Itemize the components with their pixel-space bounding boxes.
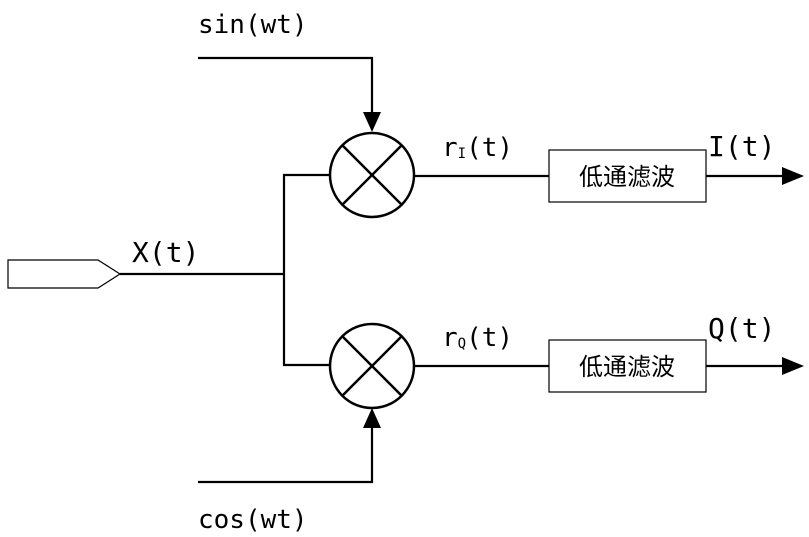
ri-suffix: (t): [466, 133, 513, 163]
sin-carrier-wire: [198, 56, 374, 120]
rq-suffix: (t): [466, 323, 513, 353]
ri-label: rI(t): [442, 133, 513, 163]
input-label: X(t): [132, 236, 199, 269]
output-i-label: I(t): [708, 130, 775, 163]
mixer-bottom: [328, 322, 416, 410]
output-i-arrow-head: [782, 167, 804, 185]
sin-label: sin(wt): [198, 10, 308, 40]
lpf-bottom-label: 低通滤波: [579, 353, 675, 381]
rq-base: r: [442, 323, 458, 353]
rq-label: rQ(t): [442, 323, 513, 353]
rq-subscript: Q: [458, 336, 466, 352]
sin-arrow-head: [363, 112, 381, 132]
lpf-bottom-box: [548, 339, 707, 393]
cos-carrier-wire: [198, 420, 374, 484]
splitter-wire: [282, 173, 330, 367]
input-port: [7, 259, 122, 289]
cos-arrow-head: [363, 408, 381, 428]
mixer-top: [328, 131, 416, 219]
ri-subscript: I: [458, 146, 466, 162]
ri-base: r: [442, 133, 458, 163]
output-q-label: Q(t): [708, 312, 775, 345]
output-q-arrow-head: [782, 357, 804, 375]
lpf-top-label: 低通滤波: [579, 163, 675, 191]
lpf-top-box: [548, 149, 707, 203]
cos-label: cos(wt): [198, 505, 308, 535]
